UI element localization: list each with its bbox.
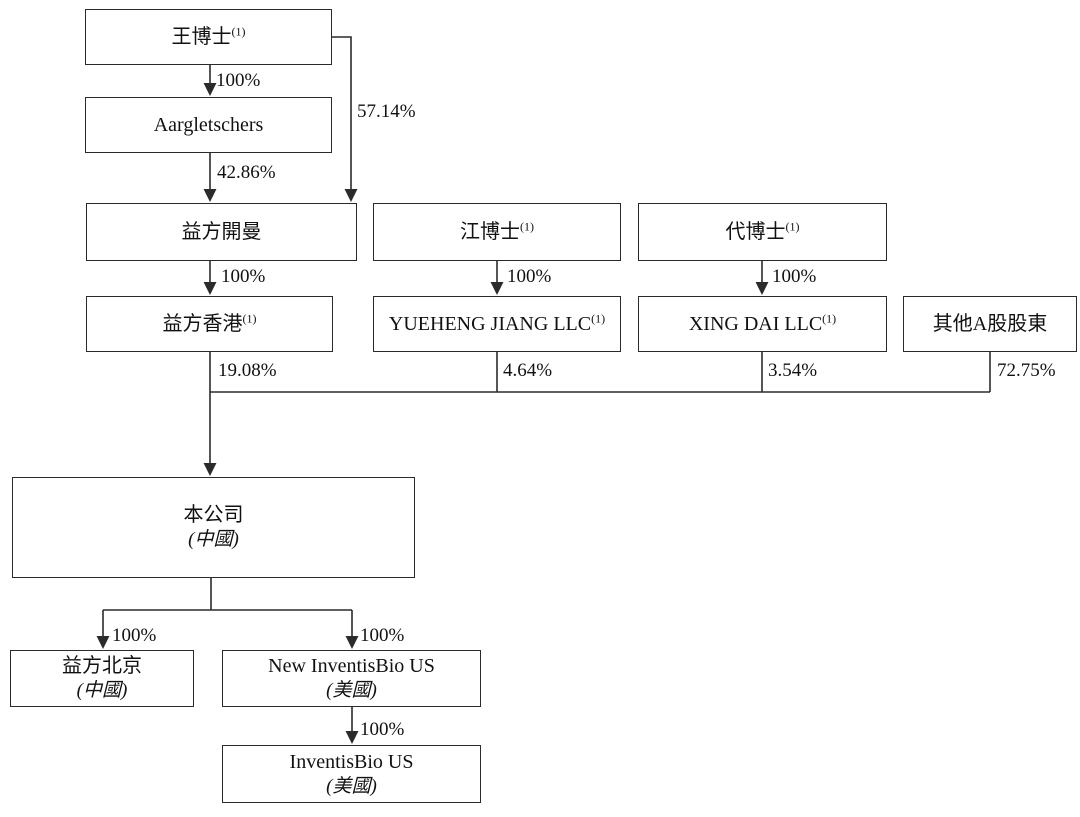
ownership-label-company-to-yifang-beijing: 100% (112, 625, 157, 646)
node-region-label: (美國) (326, 680, 377, 702)
node-label: 王博士(1) (171, 23, 246, 48)
node-xing-dai-llc: XING DAI LLC(1) (638, 296, 887, 352)
ownership-label-yueheng-jiang-llc-to-company: 4.64% (503, 360, 553, 381)
node-label: 江博士(1) (460, 218, 534, 243)
ownership-label-wang-to-yifang-cayman: 57.14% (357, 101, 416, 122)
ownership-label-dai-to-xing-dai-llc: 100% (772, 266, 817, 287)
ownership-label-yifang-hk-to-company: 19.08% (218, 360, 277, 381)
node-label: YUEHENG JIANG LLC(1) (388, 310, 606, 335)
ownership-label-company-to-new-inventisbio-us: 100% (360, 625, 405, 646)
node-dr-dai: 代博士(1) (638, 203, 887, 261)
footnote-marker: (1) (822, 310, 837, 325)
footnote-marker: (1) (785, 218, 800, 233)
node-label: 益方開曼 (181, 220, 262, 243)
node-yifang-beijing: 益方北京 (中國) (10, 650, 194, 707)
node-label: 本公司 (183, 504, 244, 527)
node-inventisbio-us: InventisBio US (美國) (222, 745, 481, 803)
node-dr-wang: 王博士(1) (85, 9, 332, 65)
node-label: Aargletschers (153, 113, 264, 136)
node-region-label: (美國) (326, 775, 377, 797)
node-yueheng-jiang-llc: YUEHENG JIANG LLC(1) (373, 296, 621, 352)
footnote-marker: (1) (591, 310, 606, 325)
node-the-company: 本公司 (中國) (12, 477, 415, 578)
node-yifang-cayman: 益方開曼 (86, 203, 357, 261)
footnote-marker: (1) (242, 310, 257, 325)
ownership-label-jiang-to-yueheng-jiang-llc: 100% (507, 266, 552, 287)
node-label: 代博士(1) (725, 218, 800, 243)
node-label: New InventisBio US (268, 655, 435, 678)
ownership-label-new-inventisbio-us-to-inventisbio-us: 100% (360, 719, 405, 740)
node-label: InventisBio US (289, 750, 414, 773)
node-label: 益方香港(1) (162, 310, 257, 335)
ownership-label-xing-dai-llc-to-company: 3.54% (768, 360, 818, 381)
footnote-marker: (1) (231, 23, 246, 38)
node-yifang-hongkong: 益方香港(1) (86, 296, 333, 352)
ownership-label-wang-to-aargletschers: 100% (216, 70, 261, 91)
node-label: 益方北京 (62, 655, 142, 678)
node-label: 其他A股股東 (932, 312, 1048, 335)
node-label: XING DAI LLC(1) (688, 310, 837, 335)
node-new-inventisbio-us: New InventisBio US (美國) (222, 650, 481, 707)
node-region-label: (中國) (188, 529, 239, 551)
node-aargletschers: Aargletschers (85, 97, 332, 153)
node-region-label: (中國) (76, 680, 128, 702)
node-dr-jiang: 江博士(1) (373, 203, 621, 261)
footnote-marker: (1) (520, 218, 534, 233)
node-other-a-share-shareholders: 其他A股股東 (903, 296, 1077, 352)
ownership-label-yifang-cayman-to-yifang-hk: 100% (221, 266, 266, 287)
ownership-label-other-a-shareholders-to-company: 72.75% (997, 360, 1056, 381)
ownership-label-aargletschers-to-yifang-cayman: 42.86% (217, 162, 276, 183)
